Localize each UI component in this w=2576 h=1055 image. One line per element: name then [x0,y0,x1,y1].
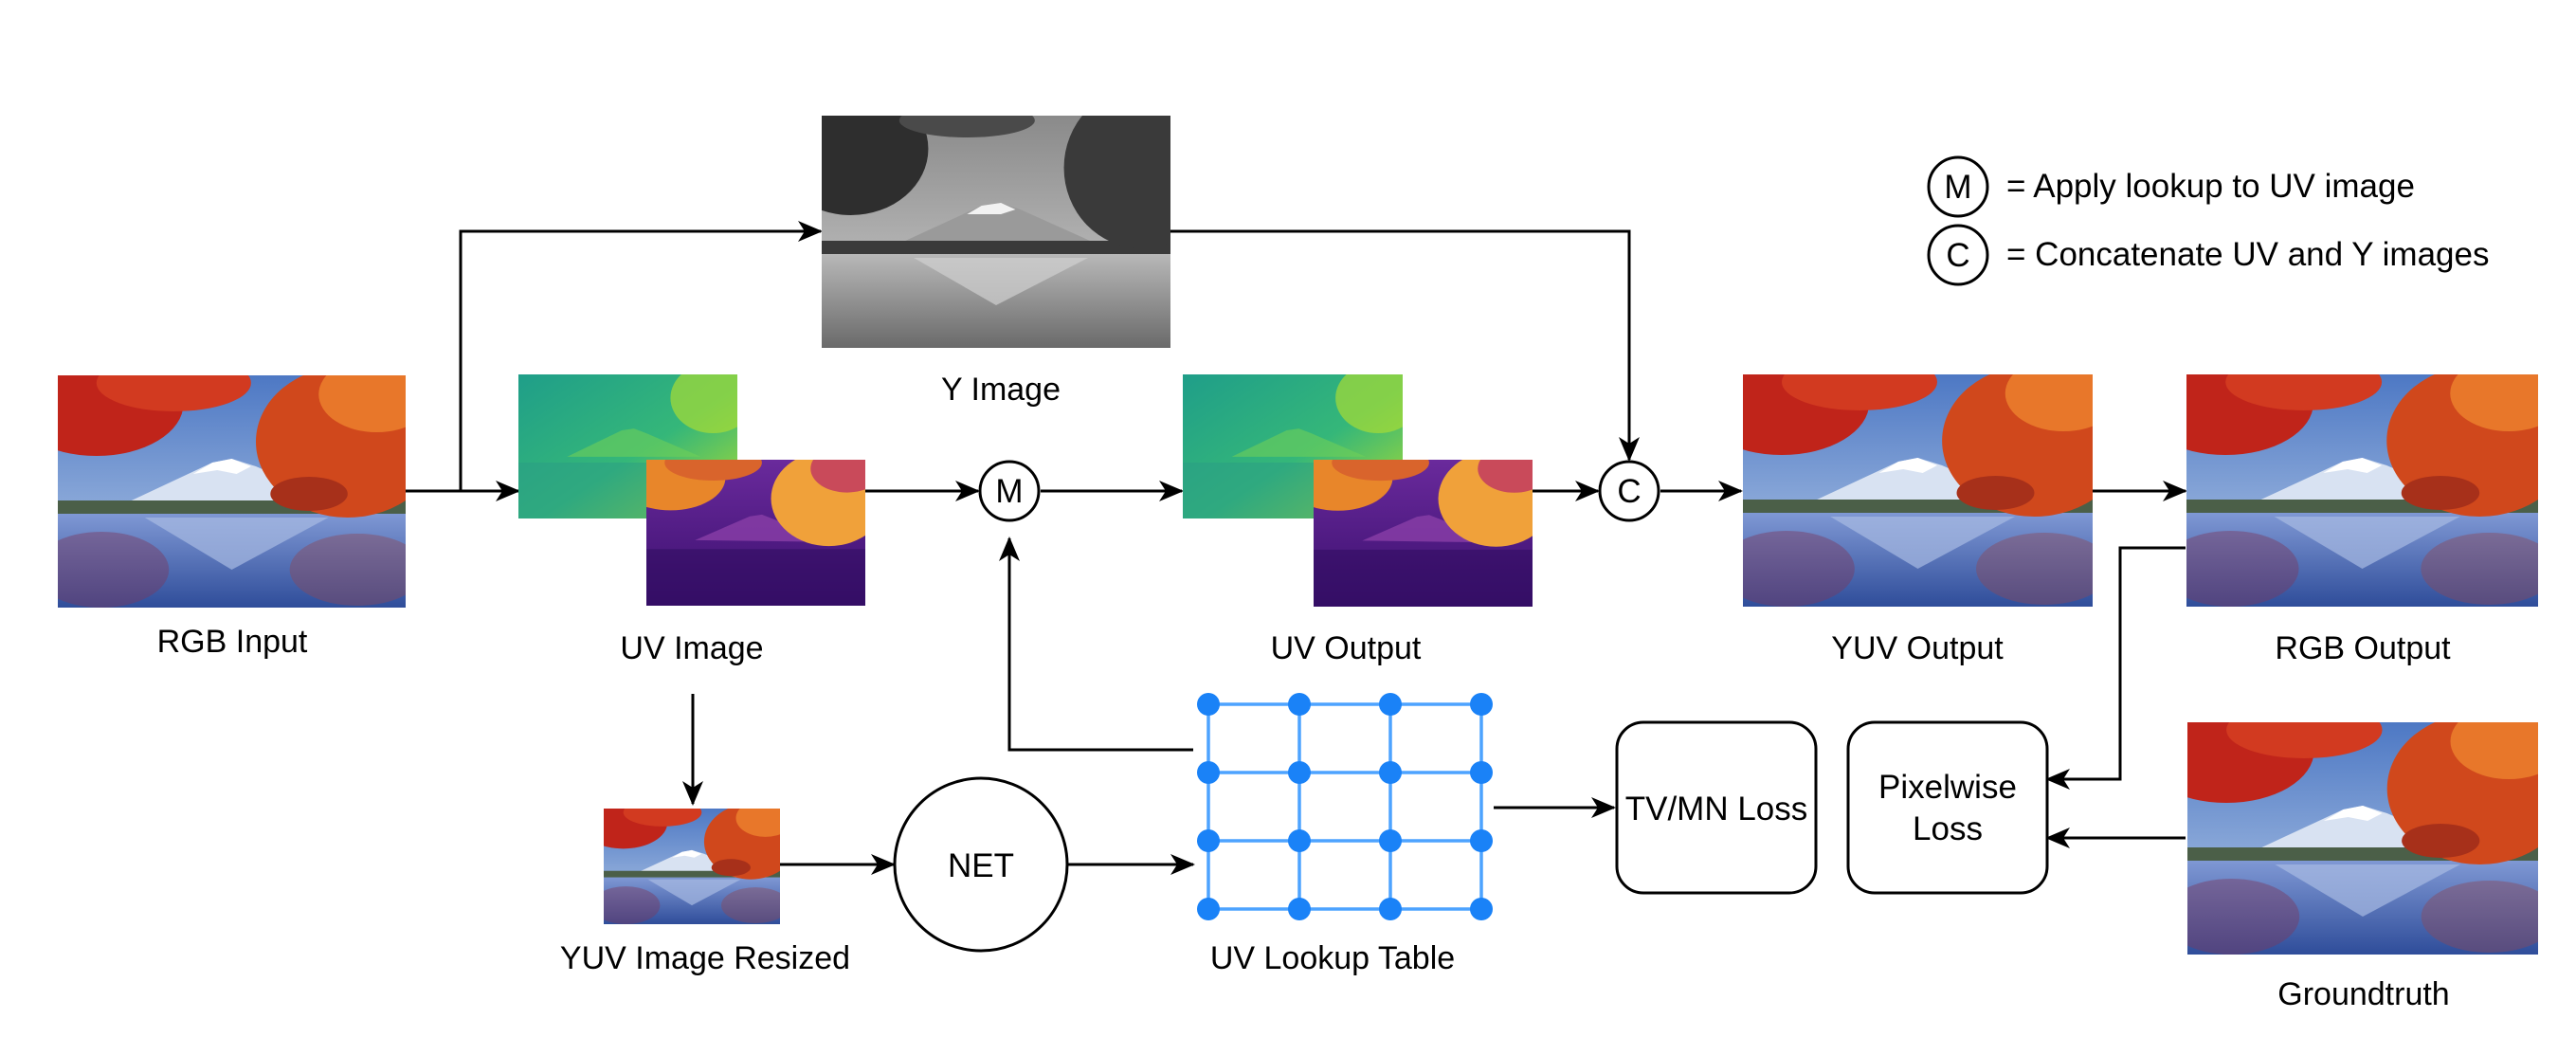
groundtruth-label: Groundtruth [2277,976,2449,1012]
uv-image-purple [616,445,887,606]
lut-node-r1-c1 [1197,693,1220,716]
lut-node-r4-c4 [1470,898,1493,920]
lut-grid-lines [1208,704,1481,909]
lut-node-r2-c4 [1470,761,1493,784]
tv-mn-loss-label: TV/MN Loss [1625,791,1808,828]
rgb-output-label: RGB Output [2275,630,2451,666]
apply-lookup-op-label: M [995,473,1023,510]
lut-node-r2-c2 [1288,761,1311,784]
lut-node-r1-c3 [1379,693,1402,716]
lut-node-r3-c1 [1197,829,1220,852]
lut-node-r4-c2 [1288,898,1311,920]
lut-node-r2-c1 [1197,761,1220,784]
tv-mn-loss-box: TV/MN Loss [1617,722,1816,893]
y-image-label: Y Image [941,372,1061,408]
groundtruth-image [2139,699,2572,955]
concatenate-op-label: C [1617,473,1641,510]
pixelwise-loss-box: Pixelwise Loss [1848,722,2047,893]
uv-image-label: UV Image [620,630,763,666]
lut-node-r4-c3 [1379,898,1402,920]
uv-lookup-grid [1197,693,1493,920]
net-node: NET [895,778,1067,951]
legend-m-symbol: M [1944,169,1971,206]
uv-lut-label: UV Lookup Table [1210,940,1455,976]
yuv-resized-label: YUV Image Resized [560,940,850,976]
legend-c-text: = Concatenate UV and Y images [2006,236,2489,273]
yuv-output-image [1695,351,2127,607]
lut-node-r3-c2 [1288,829,1311,852]
yuv-output-label: YUV Output [1831,630,2004,666]
pixelwise-loss-label-line2: Loss [1913,810,1983,847]
uv-output-label: UV Output [1271,630,1422,666]
y-image [773,82,1219,348]
lut-node-r4-c1 [1197,898,1220,920]
concatenate-op: C [1600,462,1659,520]
rgb-output-image [2137,351,2572,607]
net-label: NET [948,847,1014,884]
edge-lut-to-m [1009,538,1193,750]
rgb-input-label: RGB Input [157,624,308,660]
legend-m-text: = Apply lookup to UV image [2006,168,2415,205]
legend-c-item: C = Concatenate UV and Y images [1929,226,2489,284]
lut-node-r2-c3 [1379,761,1402,784]
rgb-input-image [9,352,440,608]
legend: M = Apply lookup to UV image C = Concate… [1929,157,2489,284]
apply-lookup-op: M [980,462,1039,520]
lut-node-r3-c3 [1379,829,1402,852]
lut-node-r3-c4 [1470,829,1493,852]
lut-grid-nodes [1197,693,1493,920]
legend-c-symbol: C [1946,237,1969,274]
legend-m-item: M = Apply lookup to UV image [1929,157,2415,216]
uv-output-purple [1283,445,1554,607]
pixelwise-loss-label-line1: Pixelwise [1878,769,2017,806]
lut-node-r1-c4 [1470,693,1493,716]
yuv-resized-image [579,797,797,924]
lut-node-r1-c2 [1288,693,1311,716]
